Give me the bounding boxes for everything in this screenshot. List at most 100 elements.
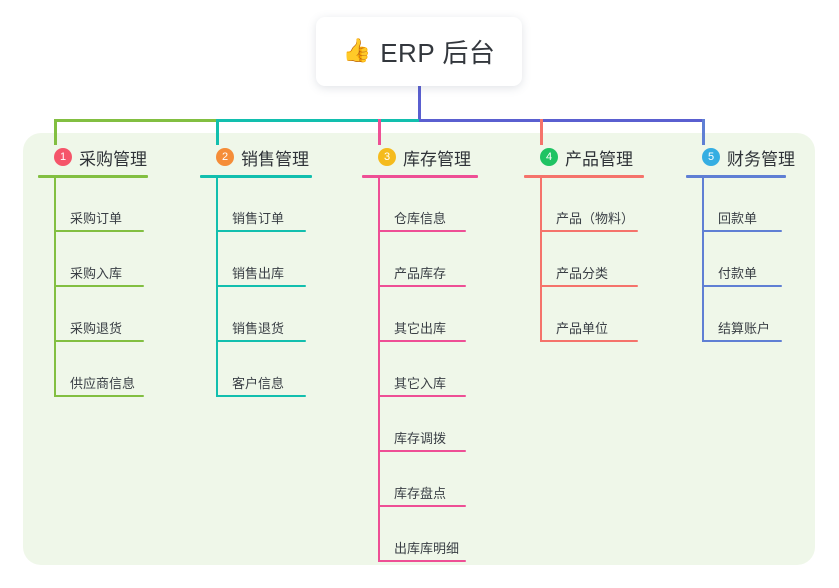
leaf-underline [702, 340, 782, 342]
thumbs-up-icon: 👍 [342, 38, 372, 64]
leaf-node[interactable]: 库存盘点 [378, 480, 466, 507]
leaf-underline [378, 285, 466, 287]
leaf-underline [378, 395, 466, 397]
leaf-node[interactable]: 产品（物料） [540, 205, 638, 232]
branch-stub-3 [378, 119, 381, 145]
leaf-node[interactable]: 库存调拨 [378, 425, 466, 452]
bus-segment-green [54, 119, 216, 122]
branch-number-badge: 4 [540, 148, 558, 166]
leaf-label: 销售退货 [232, 321, 285, 336]
branch-number-badge: 1 [54, 148, 72, 166]
leaf-node[interactable]: 采购退货 [54, 315, 144, 342]
bus-segment-teal [216, 119, 419, 122]
branch-title: 产品管理 [565, 149, 633, 169]
branch-header-underline [38, 175, 148, 178]
leaf-label: 客户信息 [232, 376, 285, 391]
leaf-label: 库存调拨 [394, 431, 447, 446]
branch-spine [540, 178, 542, 342]
branch-stub-4 [540, 119, 543, 145]
leaf-underline [54, 285, 144, 287]
leaf-underline [54, 395, 144, 397]
leaf-node[interactable]: 采购入库 [54, 260, 144, 287]
leaf-label: 采购订单 [70, 211, 123, 226]
branch-stub-1 [54, 119, 57, 145]
root-stem [418, 86, 421, 122]
branch-number-badge: 5 [702, 148, 720, 166]
leaf-underline [378, 450, 466, 452]
leaf-label: 销售订单 [232, 211, 285, 226]
root-title: ERP 后台 [380, 38, 496, 68]
leaf-label: 产品分类 [556, 266, 609, 281]
leaf-node[interactable]: 销售出库 [216, 260, 306, 287]
leaf-underline [216, 340, 306, 342]
branch-column-1: 1 采购管理采购订单采购入库采购退货供应商信息 [38, 145, 148, 397]
branch-column-4: 4 产品管理产品（物料） 产品分类产品单位 [524, 145, 644, 342]
leaf-node[interactable]: 结算账户 [702, 315, 782, 342]
leaf-underline [378, 230, 466, 232]
branch-column-3: 3 库存管理仓库信息产品库存其它出库其它入库库存调拨库存盘点出库库明细 [362, 145, 478, 562]
leaf-label: 回款单 [718, 211, 758, 226]
leaf-node[interactable]: 销售退货 [216, 315, 306, 342]
leaf-node[interactable]: 出库库明细 [378, 535, 466, 562]
leaf-underline [378, 340, 466, 342]
leaf-underline [540, 230, 638, 232]
root-node[interactable]: 👍 ERP 后台 [316, 17, 522, 86]
leaf-underline [216, 395, 306, 397]
leaf-underline [540, 285, 638, 287]
leaf-label: 库存盘点 [394, 486, 447, 501]
branch-title: 采购管理 [79, 149, 147, 169]
leaf-underline [216, 285, 306, 287]
leaf-label: 其它出库 [394, 321, 447, 336]
leaf-underline [702, 285, 782, 287]
leaf-node[interactable]: 产品单位 [540, 315, 638, 342]
leaf-underline [378, 560, 466, 562]
leaf-label: 销售出库 [232, 266, 285, 281]
bus-segment-blue [419, 119, 705, 122]
leaf-node[interactable]: 其它出库 [378, 315, 466, 342]
branch-spine [378, 178, 380, 562]
leaf-label: 采购退货 [70, 321, 123, 336]
leaf-underline [540, 340, 638, 342]
branch-title: 销售管理 [241, 149, 309, 169]
branch-number-badge: 3 [378, 148, 396, 166]
leaf-label: 仓库信息 [394, 211, 447, 226]
leaf-label: 出库库明细 [394, 541, 460, 556]
branch-header-underline [524, 175, 644, 178]
leaf-node[interactable]: 销售订单 [216, 205, 306, 232]
leaf-node[interactable]: 其它入库 [378, 370, 466, 397]
leaf-label: 采购入库 [70, 266, 123, 281]
leaf-label: 付款单 [718, 266, 758, 281]
leaf-label: 产品单位 [556, 321, 609, 336]
branch-header-3[interactable]: 3 库存管理 [362, 145, 471, 169]
leaf-label: 其它入库 [394, 376, 447, 391]
leaf-underline [378, 505, 466, 507]
leaf-node[interactable]: 产品分类 [540, 260, 638, 287]
leaf-node[interactable]: 客户信息 [216, 370, 306, 397]
leaf-node[interactable]: 采购订单 [54, 205, 144, 232]
branch-header-underline [362, 175, 478, 178]
branch-header-underline [200, 175, 312, 178]
branch-title: 库存管理 [403, 149, 471, 169]
leaf-underline [702, 230, 782, 232]
leaf-label: 供应商信息 [70, 376, 136, 391]
branch-spine [216, 178, 218, 397]
branch-spine [702, 178, 704, 342]
branch-header-underline [686, 175, 786, 178]
branch-stub-2 [216, 119, 219, 145]
branch-header-4[interactable]: 4 产品管理 [524, 145, 633, 169]
leaf-node[interactable]: 仓库信息 [378, 205, 466, 232]
leaf-underline [216, 230, 306, 232]
leaf-node[interactable]: 付款单 [702, 260, 782, 287]
leaf-node[interactable]: 回款单 [702, 205, 782, 232]
leaf-node[interactable]: 产品库存 [378, 260, 466, 287]
leaf-underline [54, 340, 144, 342]
branch-stub-5 [702, 119, 705, 145]
leaf-underline [54, 230, 144, 232]
branch-header-1[interactable]: 1 采购管理 [38, 145, 147, 169]
leaf-node[interactable]: 供应商信息 [54, 370, 144, 397]
